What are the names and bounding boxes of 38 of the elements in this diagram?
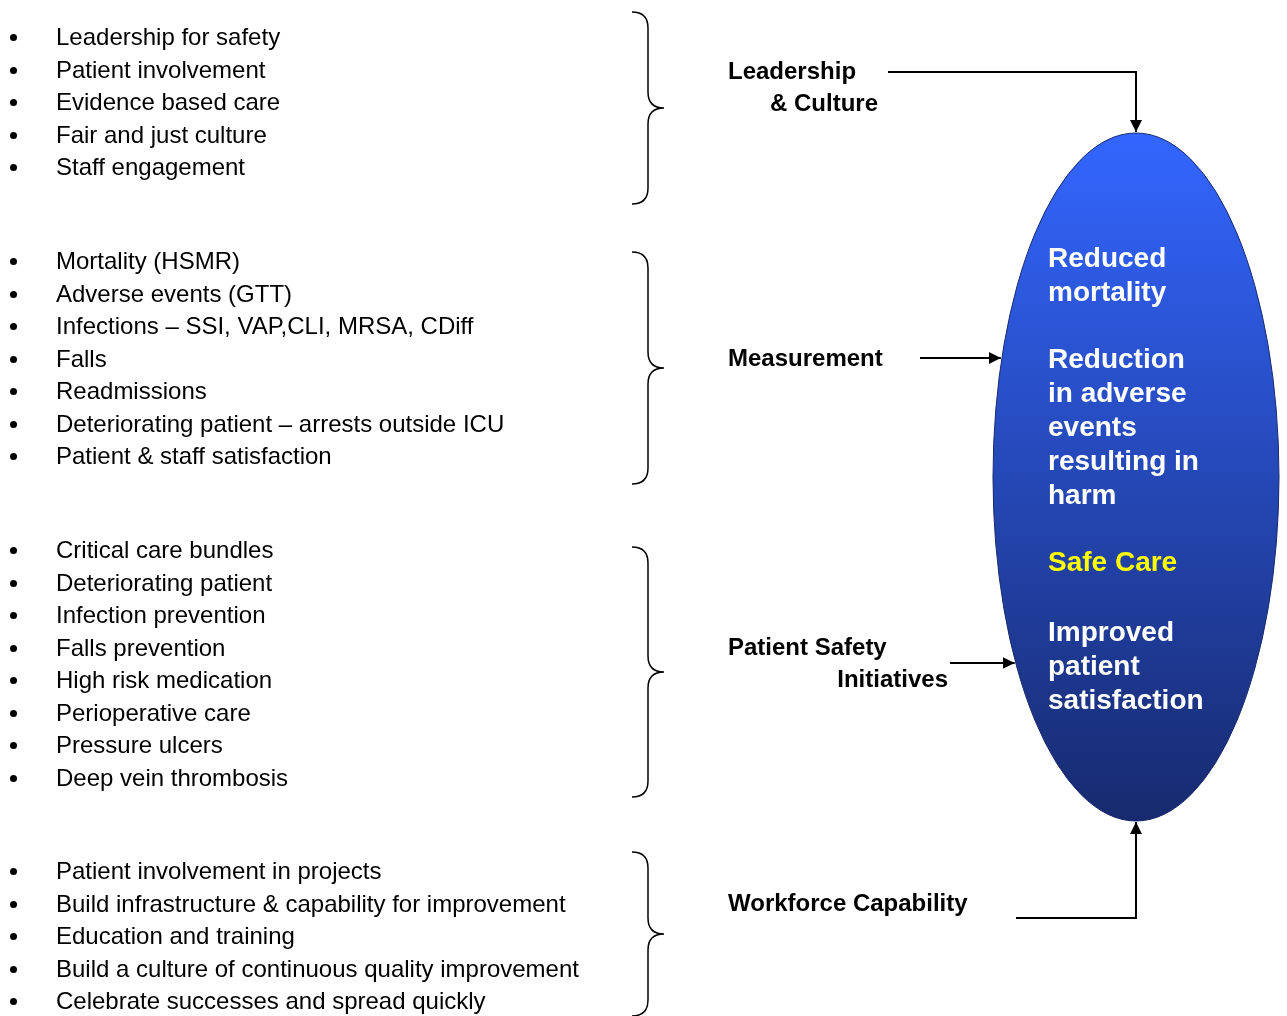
- arrow: [1015, 821, 1142, 919]
- bullet-item: Infections – SSI, VAP,CLI, MRSA, CDiff: [6, 311, 474, 341]
- bullet-item: Deteriorating patient – arrests outside ICU: [6, 408, 505, 439]
- arrow: [887, 71, 1142, 133]
- category-label: Leadership & Culture: [728, 55, 878, 119]
- category-label: Patient Safety Initiatives: [728, 631, 948, 695]
- bullet-item: Staff engagement: [6, 152, 246, 182]
- category-label: Measurement: [728, 342, 883, 374]
- bullet-item: Fair and just culture: [6, 119, 267, 150]
- arrow: [919, 352, 1002, 364]
- bullet-item: Deep vein thrombosis: [6, 762, 289, 793]
- bullet-item: Mortality (HSMR): [6, 246, 240, 276]
- bullet-item: Infection prevention: [6, 600, 266, 630]
- bullet-item: Build a culture of continuous quality improvement: [6, 953, 579, 984]
- outcome-text: Reduction in adverse events resulting in harm: [1048, 342, 1200, 512]
- bullet-item: Celebrate successes and spread quickly: [6, 986, 486, 1016]
- bullet-item: Deteriorating patient: [6, 567, 273, 598]
- bullet-item: Falls prevention: [6, 632, 226, 663]
- bullet-item: Falls: [6, 343, 107, 374]
- bullet-item: Patient involvement: [6, 54, 266, 85]
- arrow: [949, 657, 1016, 669]
- bullet-item: Pressure ulcers: [6, 730, 223, 760]
- bullet-item: Leadership for safety: [6, 22, 281, 52]
- bullet-item: Perioperative care: [6, 697, 251, 728]
- bullet-item: Critical care bundles: [6, 535, 274, 565]
- bullet-item: Education and training: [6, 921, 295, 951]
- bullet-item: Readmissions: [6, 376, 207, 406]
- category-label: Workforce Capability: [728, 887, 968, 919]
- outcome-text: Reduced mortality: [1048, 241, 1168, 309]
- bullet-item: Build infrastructure & capability for improvement: [6, 888, 566, 919]
- bullet-item: Adverse events (GTT): [6, 278, 293, 309]
- bullet-item: Patient involvement in projects: [6, 856, 382, 886]
- bullet-item: Patient & staff satisfaction: [6, 441, 332, 471]
- outcome-ellipse: [992, 132, 1280, 822]
- outcome-text: Improved patient satisfaction: [1048, 615, 1205, 717]
- bullet-item: Evidence based care: [6, 87, 281, 117]
- highlight-text: Safe Care: [1048, 545, 1179, 579]
- bullet-item: High risk medication: [6, 665, 273, 695]
